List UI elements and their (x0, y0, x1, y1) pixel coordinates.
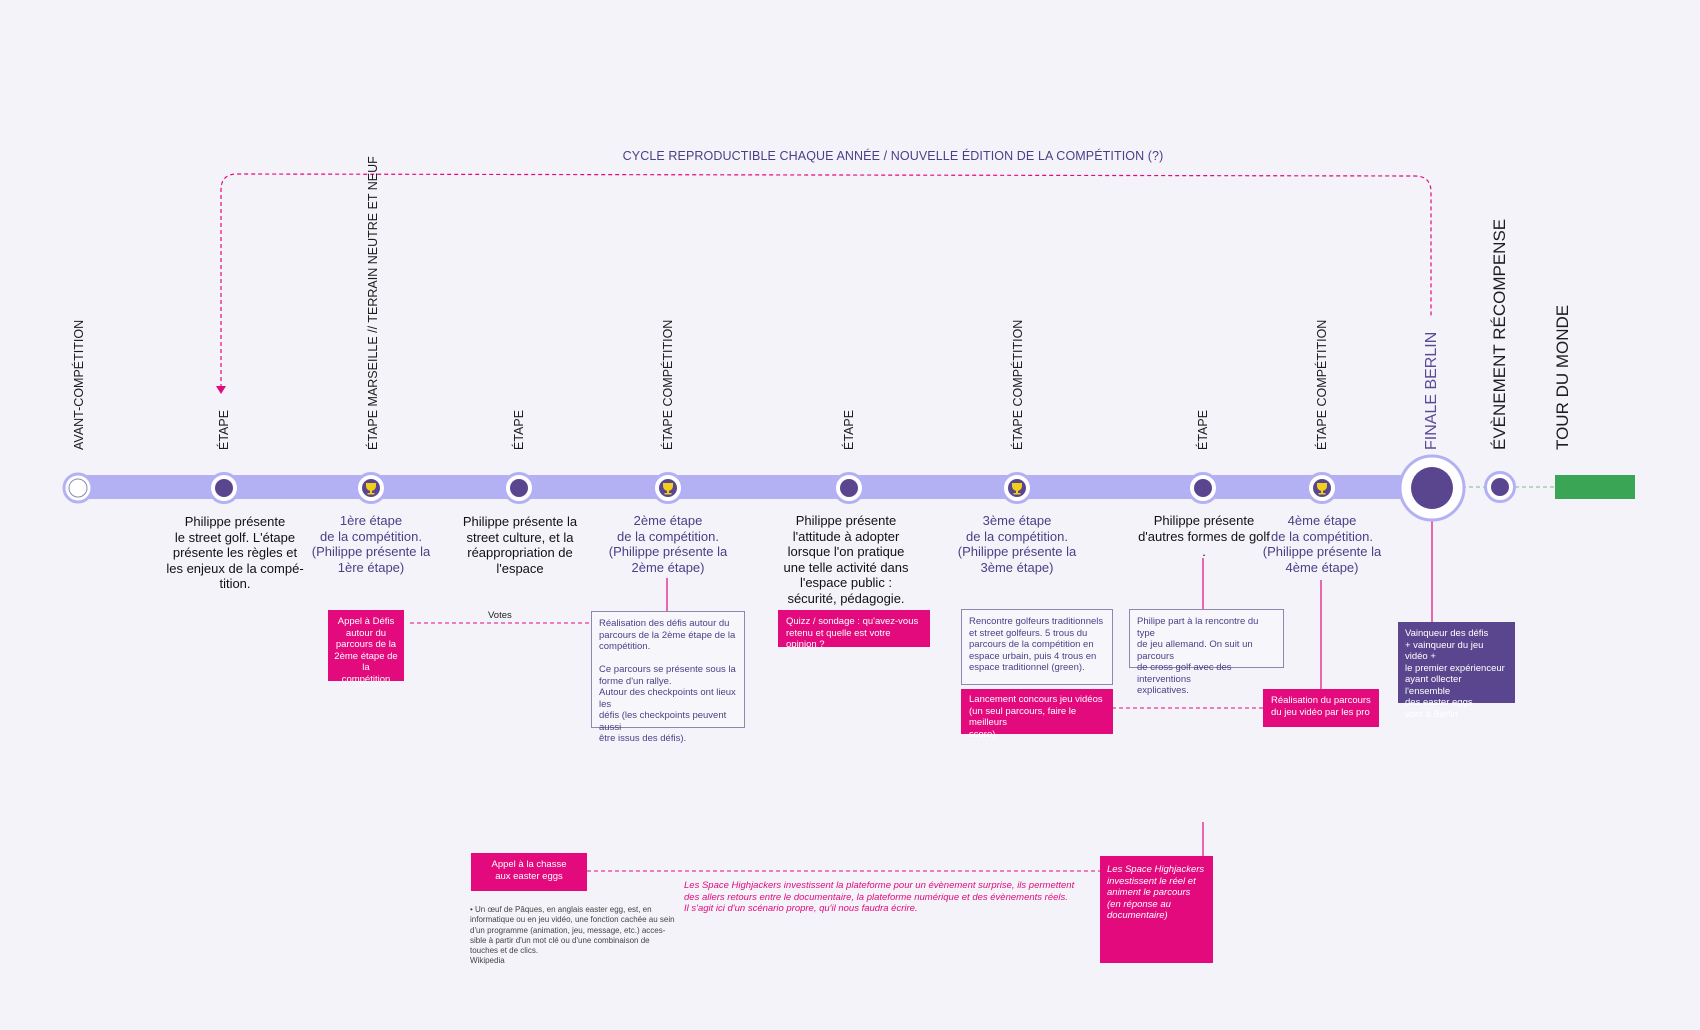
node-etape-2 (503, 472, 535, 504)
cycle-label: CYCLE REPRODUCTIBLE CHAQUE ANNÉE / NOUVE… (622, 149, 1164, 163)
stage-label-competition-2: ÉTAPE COMPÉTITION (661, 319, 675, 450)
stage-label-competition-3: ÉTAPE COMPÉTITION (1011, 319, 1025, 450)
stage-description-etape-3: Philippe présente l'attitude à adopter l… (783, 513, 909, 606)
lancement-concours-box: Lancement concours jeu vidéos (un seul p… (961, 689, 1113, 740)
stage-label-etape-4: ÉTAPE (1196, 409, 1210, 450)
stage-label-tour-du-monde: TOUR DU MONDE (1553, 304, 1572, 450)
stage-label-etape-3: ÉTAPE (842, 409, 856, 450)
node-trophy-4 (1306, 472, 1338, 504)
space-highjackers-box: Les Space Highjackers investissent le ré… (1100, 856, 1213, 963)
appel-chasse-box: Appel à la chasse aux easter eggs (471, 853, 587, 891)
node-trophy-2 (652, 472, 684, 504)
stage-description-etape-1: Philippe présente le street golf. L'étap… (166, 514, 304, 591)
stage-description-competition-2: 2ème étape de la compétition. (Philippe … (608, 513, 728, 575)
easter-egg-footnote: • Un œuf de Pâques, en anglais easter eg… (470, 905, 675, 966)
stage-label-finale-berlin: FINALE BERLIN (1423, 331, 1440, 450)
timeline-track (78, 475, 1408, 499)
stage-description-etape-2: Philippe présente la street culture, et … (462, 514, 578, 576)
vainqueur-box: Vainqueur des défis + vainqueur du jeu v… (1398, 622, 1515, 720)
realisation-parcours-box: Réalisation du parcours du jeu vidéo par… (1263, 689, 1379, 727)
votes-label: Votes (488, 610, 512, 621)
stage-description-etape-4: Philippe présente d'autres formes de gol… (1138, 513, 1270, 559)
node-etape-3 (833, 472, 865, 504)
node-trophy-3 (1001, 472, 1033, 504)
stage-description-competition-1: 1ère étape de la compétition. (Philippe … (311, 513, 431, 575)
node-avant-competition (62, 472, 94, 504)
node-trophy-1 (355, 472, 387, 504)
node-etape-1 (208, 472, 240, 504)
node-etape-4 (1187, 472, 1219, 504)
philippe-part-box: Philipe part à la rencontre du type de j… (1129, 609, 1284, 696)
stage-label-avant-competition: AVANT-COMPÉTITION (72, 319, 86, 450)
realisation-defis-box: Réalisation des défis autour du parcours… (591, 611, 745, 744)
tour-du-monde-bar (1555, 475, 1635, 499)
stage-label-etape-1: ÉTAPE (217, 409, 231, 450)
cycle-arrow (220, 173, 1432, 388)
node-evenement-recompense (1484, 471, 1516, 503)
stage-label-etape-2: ÉTAPE (512, 409, 526, 450)
stage-label-evenement-recompense: ÉVÈNEMENT RÉCOMPENSE (1490, 218, 1509, 450)
stage-label-competition-4: ÉTAPE COMPÉTITION (1315, 319, 1329, 450)
appel-defis-box: Appel à Défis autour du parcours de la 2… (328, 610, 404, 685)
node-finale-berlin (1398, 454, 1466, 522)
stage-description-competition-4: 4ème étape de la compétition. (Philippe … (1262, 513, 1382, 575)
stage-label-etape-marseille: ÉTAPE MARSEILLE // TERRAIN NEUTRE ET NEU… (366, 156, 380, 450)
quizz-box: Quizz / sondage : qu'avez-vous retenu et… (778, 610, 930, 650)
rencontre-box: Rencontre golfeurs traditionnels et stre… (961, 609, 1113, 685)
cycle-arrowhead (216, 386, 226, 394)
space-highjackers-note: Les Space Highjackers investissent la pl… (684, 880, 1075, 914)
stage-description-competition-3: 3ème étape de la compétition. (Philippe … (957, 513, 1077, 575)
